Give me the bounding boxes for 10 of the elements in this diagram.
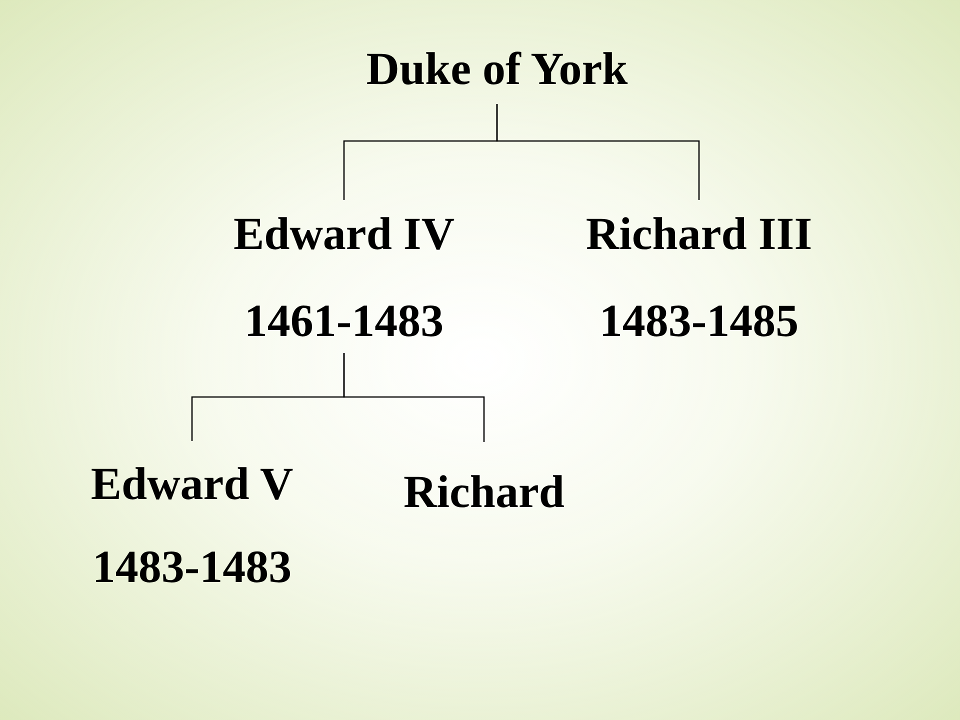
name-text: Richard III xyxy=(586,207,812,261)
family-tree-line xyxy=(496,104,700,200)
name-text: Edward IV xyxy=(233,207,455,261)
reign-years-text: 1461-1483 xyxy=(244,294,444,348)
reign-years-text: 1483-1483 xyxy=(92,540,292,594)
name-text: Duke of York xyxy=(366,42,628,96)
name-text: Edward V xyxy=(90,457,294,511)
family-tree-line xyxy=(343,353,485,442)
name-text: Richard xyxy=(404,465,564,519)
reign-years-text: 1483-1485 xyxy=(599,294,799,348)
